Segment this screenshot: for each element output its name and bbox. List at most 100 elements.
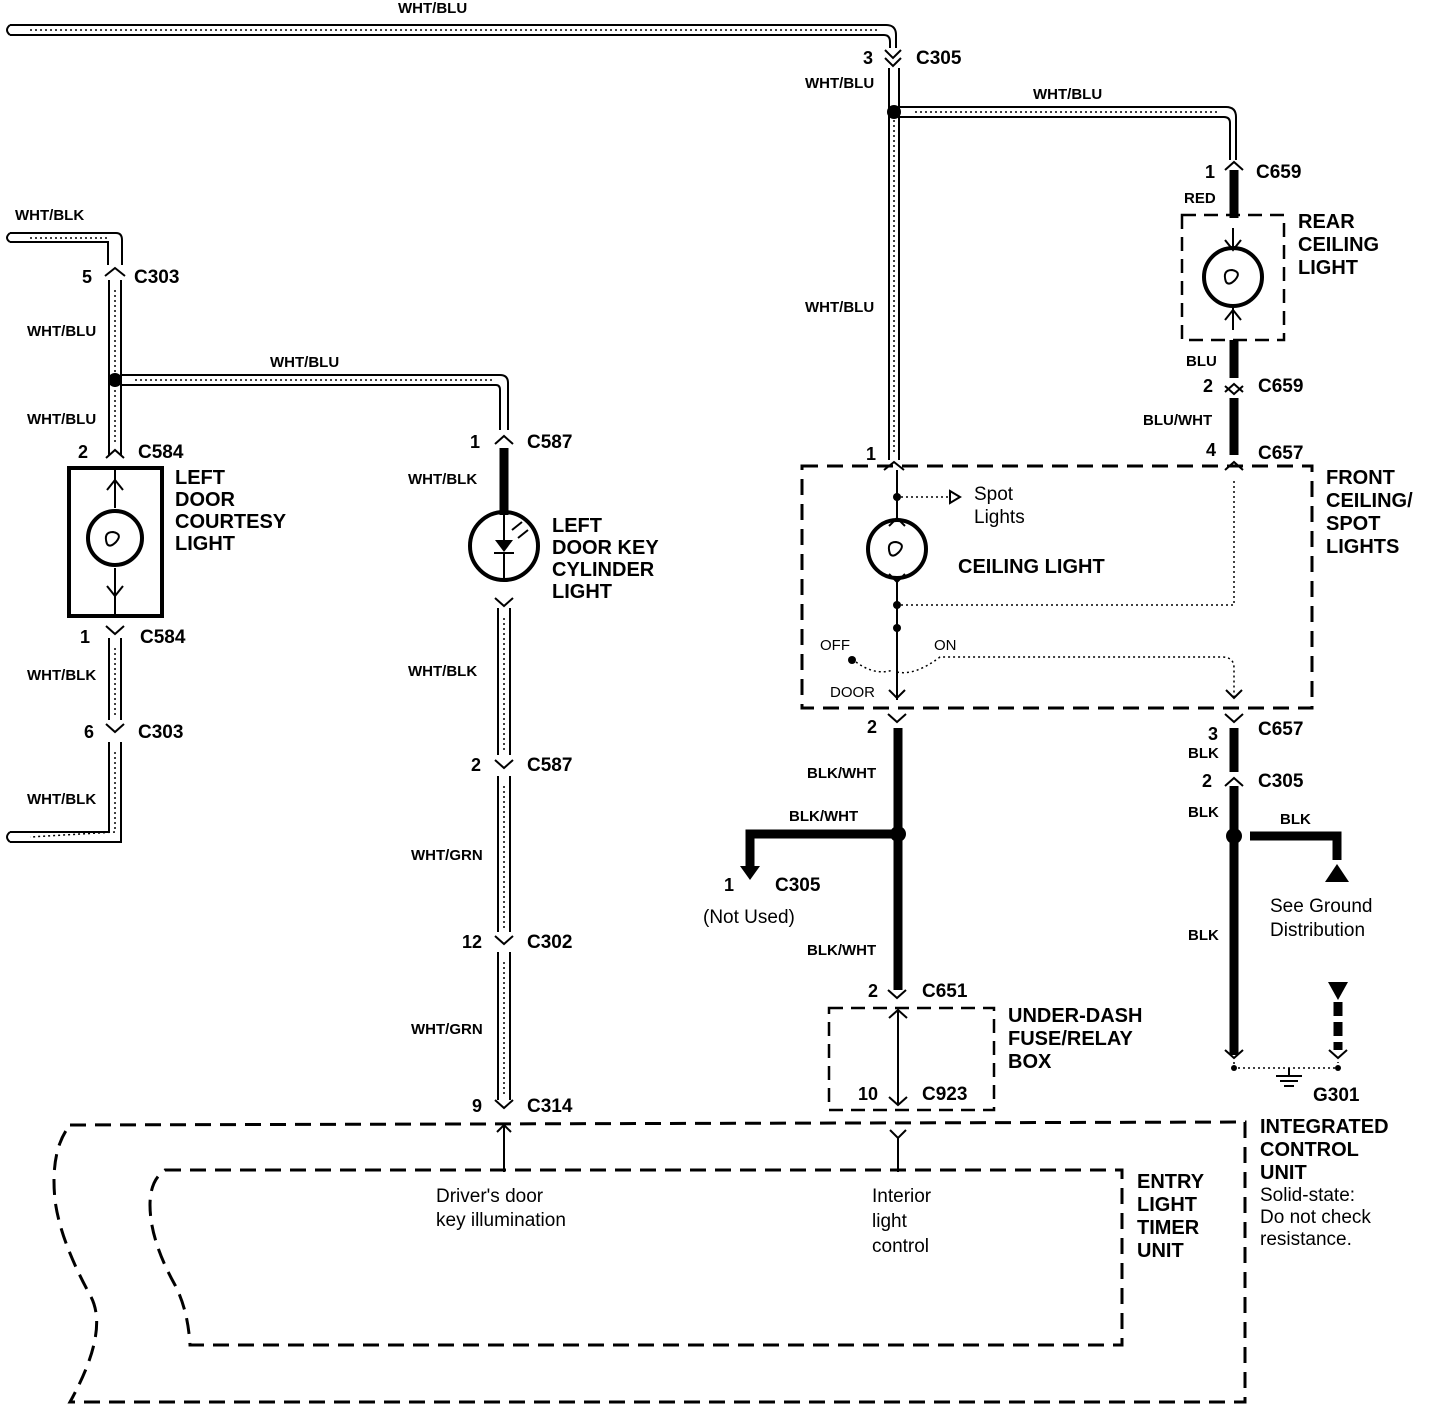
integrated-line3: UNIT bbox=[1260, 1162, 1307, 1184]
c587-1-name: C587 bbox=[527, 432, 572, 453]
interior-line3: control bbox=[872, 1236, 929, 1257]
under-dash-line2: FUSE/RELAY bbox=[1008, 1028, 1134, 1050]
wire-left-wht-blk-bottom bbox=[6, 742, 122, 843]
front-ceiling-line3: SPOT bbox=[1326, 513, 1380, 535]
label-key-wht-grn-2: WHT/GRN bbox=[411, 1021, 483, 1038]
c587-pin2-connector bbox=[494, 759, 514, 770]
splice-left bbox=[108, 373, 122, 387]
c657-4-name: C657 bbox=[1258, 443, 1303, 464]
key-light-line3: CYLINDER bbox=[552, 559, 655, 581]
c314-9-name: C314 bbox=[527, 1096, 573, 1117]
c302-12-name: C302 bbox=[527, 932, 572, 953]
c659-2-name: C659 bbox=[1258, 376, 1303, 397]
entry-line3: TIMER bbox=[1137, 1217, 1200, 1239]
ceiling-light-internals bbox=[848, 470, 1243, 700]
wire-key-wht-grn-2 bbox=[497, 952, 511, 1100]
entry-line2: LIGHT bbox=[1137, 1194, 1197, 1216]
rear-ceiling-line1: REAR bbox=[1298, 211, 1355, 233]
not-used-label: (Not Used) bbox=[703, 907, 795, 928]
label-red: RED bbox=[1184, 190, 1216, 207]
c657-3-name: C657 bbox=[1258, 719, 1303, 740]
wire-branch-wht-blu bbox=[900, 106, 1237, 160]
switch-off-label: OFF bbox=[820, 637, 850, 654]
label-c305-wht-blu: WHT/BLU bbox=[805, 75, 874, 92]
front-ceiling-line2: CEILING/ bbox=[1326, 490, 1413, 512]
c305-pin1-arrow bbox=[740, 866, 760, 880]
c923-pin: 10 bbox=[858, 1084, 878, 1104]
label-center-wht-blu: WHT/BLU bbox=[805, 299, 874, 316]
c587-1-pin: 1 bbox=[470, 432, 480, 452]
label-left-wht-blk-mid: WHT/BLK bbox=[27, 667, 96, 684]
splice-blk bbox=[1226, 828, 1242, 844]
c659-pin1-connector bbox=[1224, 160, 1244, 171]
rear-ceiling-line2: CEILING bbox=[1298, 234, 1379, 256]
c584-pin2-connector bbox=[105, 448, 125, 459]
wire-key-wht-blk bbox=[497, 608, 511, 755]
c305-pin3-connector bbox=[884, 49, 902, 68]
c305-top-pin: 3 bbox=[863, 48, 873, 68]
under-dash-line3: BOX bbox=[1008, 1051, 1052, 1073]
c657-4-pin: 4 bbox=[1206, 440, 1216, 460]
label-blk-3: BLK bbox=[1280, 811, 1311, 828]
switch-on-label: ON bbox=[934, 637, 957, 654]
c303-5-name: C303 bbox=[134, 267, 179, 288]
interior-light-connector bbox=[889, 1129, 907, 1172]
spot-lights-line1: Spot bbox=[974, 484, 1014, 505]
key-light-line4: LIGHT bbox=[552, 581, 612, 603]
key-light-line1: LEFT bbox=[552, 515, 602, 537]
solid-state-line2: Do not check bbox=[1260, 1207, 1371, 1228]
c305-1-name: C305 bbox=[775, 875, 821, 896]
ground-symbol-icon bbox=[1276, 1068, 1302, 1087]
wire-left-wht-blu bbox=[108, 280, 122, 455]
c302-pin12-connector bbox=[494, 935, 514, 946]
wire-left-wht-blk-lower bbox=[108, 638, 122, 720]
c657-2-pin: 2 bbox=[867, 717, 877, 737]
left-door-courtesy-box bbox=[67, 466, 164, 618]
label-blu: BLU bbox=[1186, 353, 1217, 370]
key-lower-connector bbox=[494, 597, 514, 608]
label-blu-wht: BLU/WHT bbox=[1143, 412, 1212, 429]
integrated-line1: INTEGRATED bbox=[1260, 1116, 1389, 1138]
left-courtesy-line1: LEFT bbox=[175, 467, 225, 489]
wire-left-branch-wht-blu bbox=[122, 374, 509, 430]
under-dash-line1: UNDER-DASH bbox=[1008, 1005, 1142, 1027]
front-ceiling-line1: FRONT bbox=[1326, 467, 1395, 489]
g301-connector bbox=[1224, 1049, 1348, 1071]
under-dash-box bbox=[827, 1006, 996, 1112]
label-left-wht-blu-1: WHT/BLU bbox=[27, 323, 96, 340]
wire-top-wht-blu bbox=[6, 24, 897, 48]
left-courtesy-line3: COURTESY bbox=[175, 511, 287, 533]
wire-left-wht-blk-top bbox=[6, 232, 123, 265]
integrated-control-unit-box bbox=[52, 1120, 1247, 1404]
c651-name: C651 bbox=[922, 981, 968, 1002]
c303-6-name: C303 bbox=[138, 722, 183, 743]
rear-ceiling-line3: LIGHT bbox=[1298, 257, 1358, 279]
label-left-branch-wht-blu: WHT/BLU bbox=[270, 354, 339, 371]
integrated-line2: CONTROL bbox=[1260, 1139, 1359, 1161]
label-blk-wht-1: BLK/WHT bbox=[807, 765, 876, 782]
label-key-wht-grn-1: WHT/GRN bbox=[411, 847, 483, 864]
key-light-line2: DOOR KEY bbox=[552, 537, 659, 559]
c303-5-pin: 5 bbox=[82, 267, 92, 287]
c305-pin2-connector bbox=[1224, 776, 1244, 787]
wire-center-wht-blu bbox=[888, 68, 900, 460]
drivers-door-line1: Driver's door bbox=[436, 1186, 544, 1207]
c584-2-name: C584 bbox=[138, 442, 184, 463]
label-key-wht-blk-1: WHT/BLK bbox=[408, 471, 477, 488]
interior-line1: Interior bbox=[872, 1186, 932, 1207]
rear-ceiling-bulb-icon bbox=[1202, 228, 1264, 330]
c314-pin9-connector bbox=[494, 1099, 514, 1172]
label-blk-1: BLK bbox=[1188, 745, 1219, 762]
c923-name: C923 bbox=[922, 1084, 967, 1105]
wire-key-wht-grn-1 bbox=[497, 776, 511, 932]
solid-state-line3: resistance. bbox=[1260, 1229, 1352, 1250]
label-blk-2: BLK bbox=[1188, 804, 1219, 821]
switch-door-label: DOOR bbox=[830, 684, 875, 701]
left-courtesy-line4: LIGHT bbox=[175, 533, 235, 555]
label-blk-4: BLK bbox=[1188, 927, 1219, 944]
c584-pin1-connector bbox=[105, 625, 125, 636]
c314-9-pin: 9 bbox=[472, 1096, 482, 1116]
wire-blk-wht-branch bbox=[745, 829, 898, 870]
label-left-wht-blk-bottom: WHT/BLK bbox=[27, 791, 96, 808]
c659-2-pin: 2 bbox=[1203, 376, 1213, 396]
